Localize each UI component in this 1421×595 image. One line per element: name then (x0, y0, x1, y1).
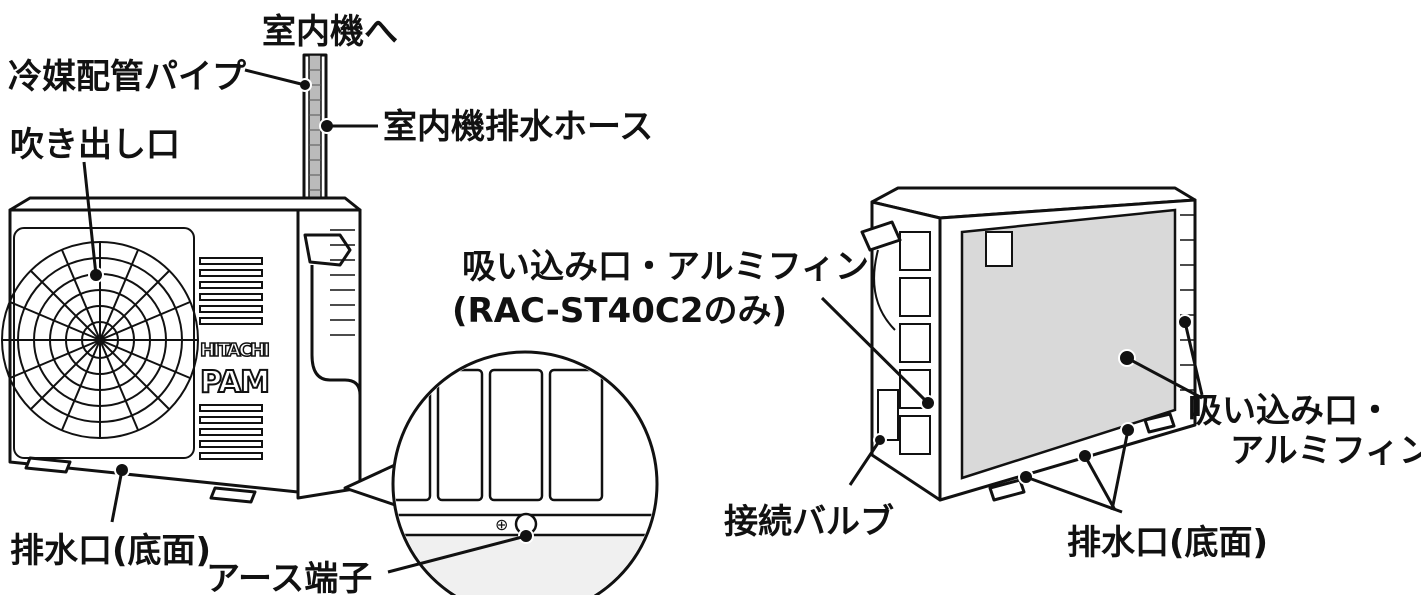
side-pipe (310, 265, 362, 470)
label-refrigerant-pipe: 冷媒配管パイプ (8, 57, 246, 97)
earth-terminal-detail: ⊕ ⏚ (343, 350, 659, 595)
side-fins (330, 229, 355, 336)
intake-fin-panel (960, 208, 1177, 480)
rear-unit (820, 186, 1204, 514)
foot-right (209, 486, 257, 504)
maker-logo: HITACHI (200, 340, 270, 361)
foot-left (24, 456, 72, 474)
hose-ribs (309, 69, 321, 206)
label-drain-bottom-left: 排水口(底面) (10, 531, 211, 571)
rear-foot-1 (988, 478, 1026, 502)
connection-valve-block (877, 389, 899, 441)
label-intake-fin-right-1: 吸い込み口・ (1188, 391, 1392, 431)
label-earth-terminal: アース端子 (206, 559, 372, 595)
model-badge: PAM (200, 365, 270, 400)
label-intake-fin-right-2: アルミフィン (1230, 431, 1421, 471)
front-unit: HITACHI PAM (1, 53, 378, 523)
rear-handle (860, 220, 902, 252)
rear-pipe-curve (873, 249, 896, 331)
label-drain-bottom-right: 排水口(底面) (1067, 523, 1268, 563)
fan-grille-frame (13, 227, 195, 459)
label-indoor-drain-hose: 室内機排水ホース (383, 107, 653, 147)
rear-label-plate (985, 231, 1013, 267)
valve-cover (303, 233, 352, 267)
rear-foot-2 (1143, 412, 1176, 434)
label-connection-valve: 接続バルブ (724, 502, 894, 542)
label-to-indoor: 室内機へ (262, 12, 398, 52)
label-intake-fin-model-2: (RAC-ST40C2のみ) (452, 291, 787, 331)
unit-top-face (8, 196, 362, 212)
front-vents (199, 257, 263, 460)
indoor-drain-hose (308, 54, 322, 216)
label-intake-fin-model-1: 吸い込み口・アルミフィン (462, 247, 869, 287)
rear-side-grille (899, 231, 931, 455)
label-outlet: 吹き出し口 (10, 125, 180, 165)
